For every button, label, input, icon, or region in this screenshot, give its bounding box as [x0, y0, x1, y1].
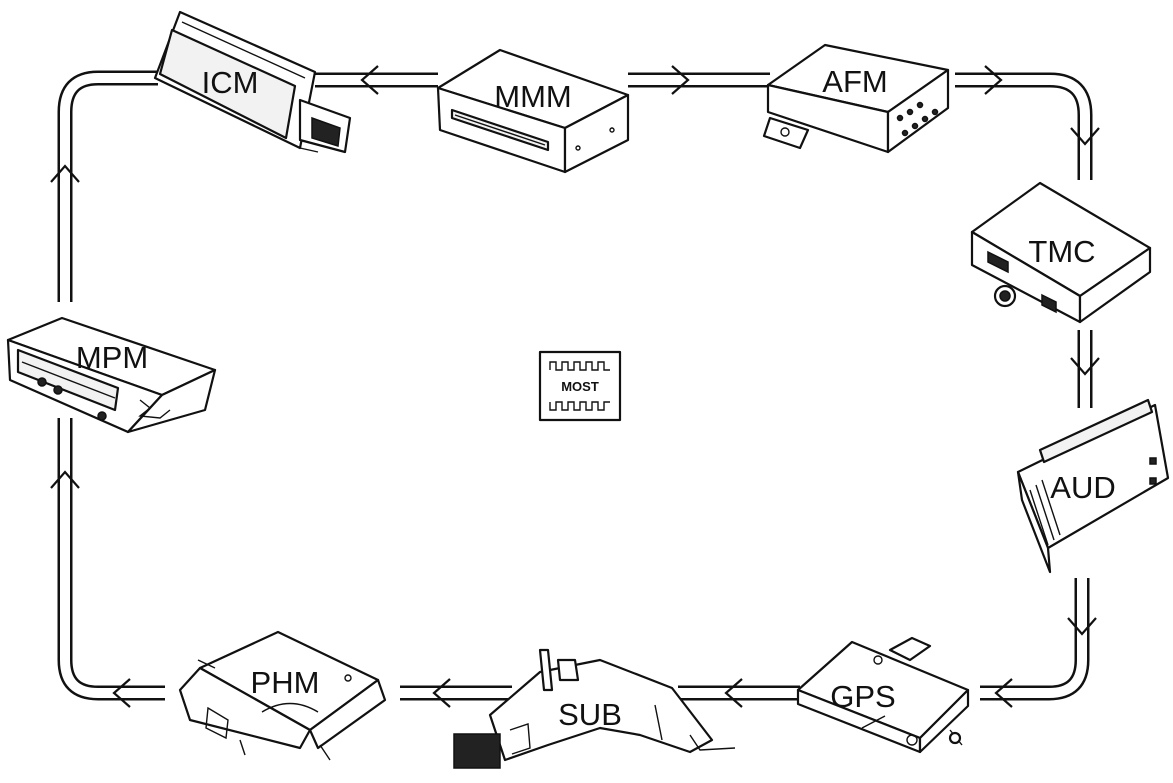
connector-sub-to-phm [400, 678, 512, 708]
mmm-label: MMM [494, 79, 571, 114]
most-badge: MOST [538, 350, 622, 422]
sub-module: SUB [453, 648, 736, 769]
mpm-module: MPM [6, 316, 217, 434]
gps-module: GPS [796, 636, 970, 754]
tmc-module: TMC [970, 181, 1152, 324]
waveform-icon [549, 401, 610, 411]
aud-module: AUD [1016, 398, 1170, 574]
phm-module: PHM [178, 630, 387, 761]
waveform-icon [549, 361, 610, 371]
afm-module: AFM [762, 43, 950, 154]
ring-connectors [50, 65, 1100, 708]
connector-mmm-to-icm [315, 65, 438, 95]
connector-mpm-to-icm [50, 70, 158, 302]
connector-mmm-to-afm [628, 65, 770, 95]
phm-label: PHM [251, 665, 320, 700]
afm-label: AFM [822, 64, 887, 99]
tmc-label: TMC [1028, 234, 1095, 269]
sub-label: SUB [558, 697, 622, 732]
connector-phm-to-mpm [50, 418, 165, 708]
most-label: MOST [561, 379, 599, 394]
connector-tmc-to-aud [1070, 330, 1100, 408]
gps-label: GPS [830, 679, 895, 714]
icm-label: ICM [202, 65, 259, 100]
connector-afm-to-tmc [955, 65, 1100, 180]
mmm-module: MMM [436, 48, 630, 174]
mpm-label: MPM [76, 340, 148, 375]
icm-module: ICM [153, 10, 352, 154]
connector-aud-to-gps [980, 578, 1097, 708]
aud-label: AUD [1050, 470, 1115, 505]
connector-gps-to-sub [678, 678, 800, 708]
